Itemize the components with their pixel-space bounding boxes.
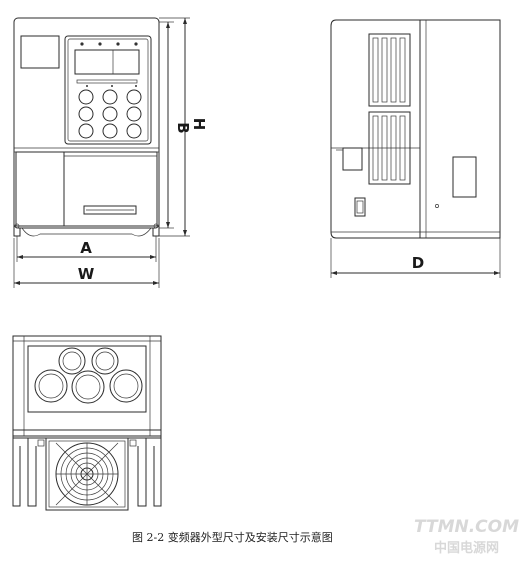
dimension-depth: D (330, 238, 501, 278)
bottom-view (12, 335, 162, 511)
watermark: TTMN.COM 中国电源网 (414, 517, 519, 556)
cable-knockouts (34, 347, 143, 404)
dim-label-w: W (78, 265, 95, 283)
cooling-fan (45, 437, 129, 511)
dimension-width: A W (13, 236, 160, 288)
watermark-line2: 中国电源网 (434, 540, 499, 556)
dim-label-b: B (174, 122, 192, 133)
dimension-height: B H (159, 17, 208, 237)
keypad-buttons (78, 89, 142, 139)
dim-label-h: H (190, 118, 208, 131)
watermark-line1: TTMN.COM (414, 517, 519, 537)
dim-label-a: A (80, 239, 92, 257)
dim-label-d: D (412, 254, 424, 272)
keypad-panel (64, 35, 152, 145)
vent-grille-upper (368, 33, 411, 107)
vent-grille-lower (368, 111, 411, 185)
front-view (13, 17, 160, 237)
figure-caption: 图 2-2 变频器外型尺寸及安装尺寸示意图 (132, 530, 333, 544)
side-view (330, 19, 501, 239)
